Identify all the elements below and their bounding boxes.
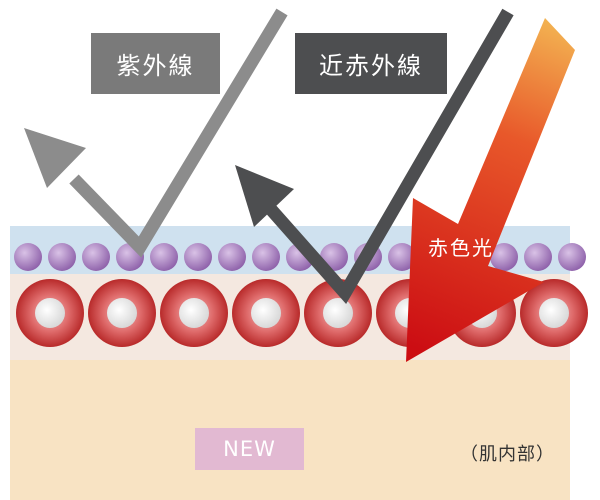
purple-cell bbox=[218, 243, 246, 271]
red-cell bbox=[88, 279, 156, 347]
uv-arrow bbox=[24, 8, 288, 258]
purple-cell bbox=[184, 243, 212, 271]
red-cell bbox=[16, 279, 84, 347]
uv-label: 紫外線 bbox=[91, 33, 220, 94]
near-infrared-arrow bbox=[235, 8, 514, 305]
purple-cell bbox=[150, 243, 178, 271]
purple-cell bbox=[524, 243, 552, 271]
purple-cell bbox=[14, 243, 42, 271]
purple-cell bbox=[388, 243, 416, 271]
purple-cell bbox=[48, 243, 76, 271]
red-light-label: 赤色光 bbox=[428, 236, 494, 260]
purple-cell bbox=[82, 243, 110, 271]
red-cell bbox=[160, 279, 228, 347]
near-infrared-label: 近赤外線 bbox=[295, 33, 447, 94]
red-cell bbox=[304, 279, 372, 347]
red-light-arrow bbox=[406, 18, 575, 362]
red-cell bbox=[520, 279, 588, 347]
purple-cell bbox=[252, 243, 280, 271]
new-badge: NEW bbox=[195, 428, 304, 470]
purple-cell bbox=[558, 243, 586, 271]
purple-cell bbox=[490, 243, 518, 271]
skin-interior-label: （肌内部） bbox=[460, 444, 555, 465]
red-cell bbox=[232, 279, 300, 347]
